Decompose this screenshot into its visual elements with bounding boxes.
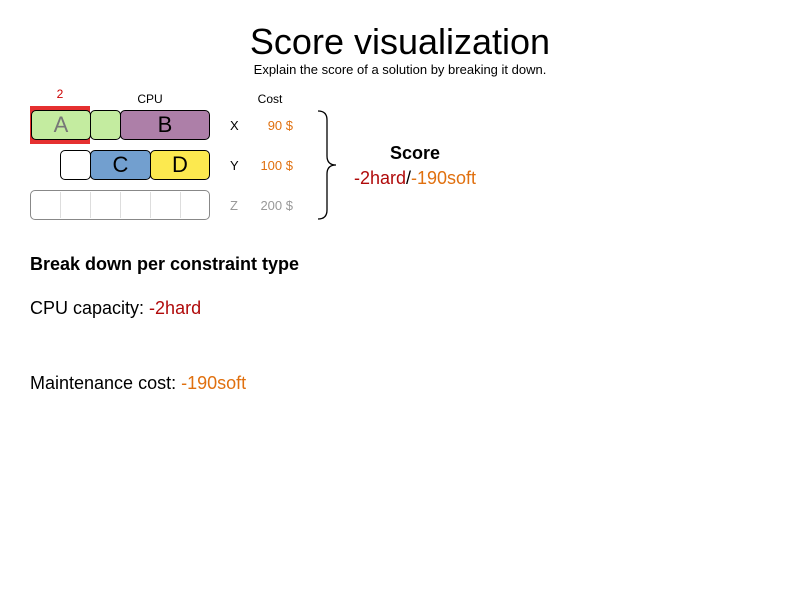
overload-amount: 2 xyxy=(56,87,64,101)
process-d-label: D xyxy=(172,152,188,177)
curly-brace-icon xyxy=(317,110,337,220)
computer-x-label: X xyxy=(230,118,239,133)
breakdown-item-maintenance-cost: Maintenance cost: -190soft xyxy=(30,372,246,394)
computer-z-cost: 200 $ xyxy=(260,198,293,213)
computer-x-cost: 90 $ xyxy=(267,118,293,133)
page-title: Score visualization xyxy=(249,21,551,62)
breakdown-value: -190soft xyxy=(181,373,247,393)
process-c-label: C xyxy=(112,152,129,177)
breakdown-title: Break down per constraint type xyxy=(30,254,300,274)
score-soft: -190soft xyxy=(411,168,477,188)
breakdown-label: Maintenance cost: xyxy=(30,373,182,393)
cpu-cell-divider xyxy=(60,192,61,218)
process-a-overflow-box xyxy=(90,110,121,140)
cpu-cell-divider xyxy=(180,192,181,218)
score-separator: / xyxy=(405,168,411,188)
breakdown-label: CPU capacity: xyxy=(30,298,150,318)
computer-y-free-space xyxy=(60,150,91,180)
computer-z-cpu-frame xyxy=(30,190,210,220)
cpu-cell-divider xyxy=(120,192,121,218)
computer-y-label: Y xyxy=(230,158,239,173)
page-subtitle: Explain the score of a solution by break… xyxy=(253,62,547,77)
breakdown-value: -2hard xyxy=(149,298,202,318)
process-a-label: A xyxy=(53,112,69,137)
process-d-box: D xyxy=(150,150,210,180)
cost-column-header: Cost xyxy=(257,92,283,106)
process-a-box: A xyxy=(31,110,91,140)
computer-y-cost: 100 $ xyxy=(260,158,293,173)
breakdown-item-cpu-capacity: CPU capacity: -2hard xyxy=(30,297,201,319)
computer-z-label: Z xyxy=(230,198,238,213)
process-b-box: B xyxy=(120,110,210,140)
cpu-cell-divider xyxy=(150,192,151,218)
process-c-box: C xyxy=(90,150,151,180)
cpu-cell-divider xyxy=(90,192,91,218)
cpu-column-header: CPU xyxy=(137,92,163,106)
score-hard: -2hard xyxy=(353,168,406,188)
score-value: -2hard/-190soft xyxy=(330,167,500,189)
process-b-label: B xyxy=(157,112,173,137)
score-title: Score xyxy=(389,143,441,163)
